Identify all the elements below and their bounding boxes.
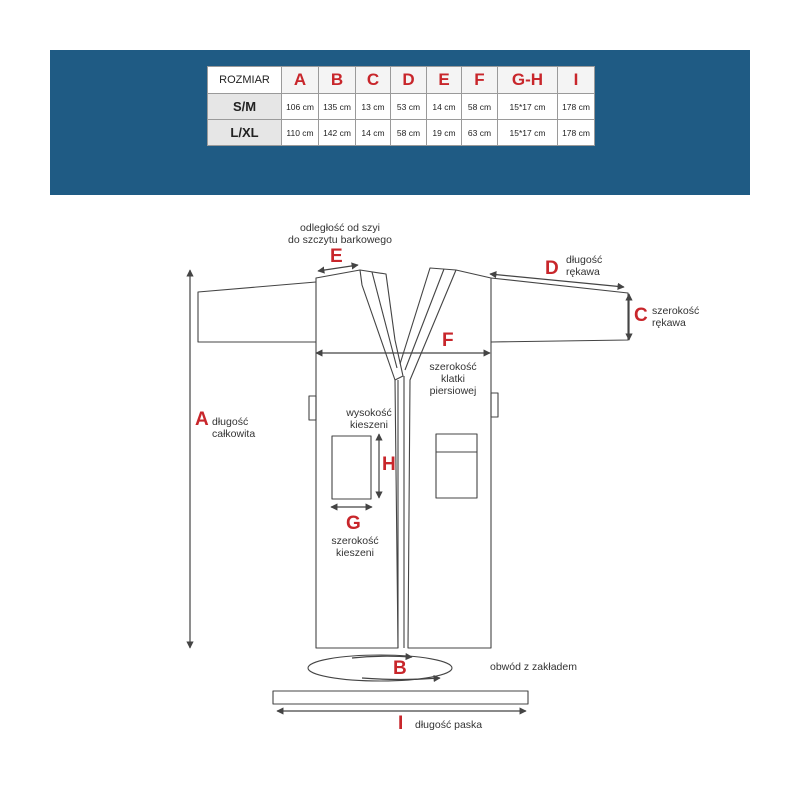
label-b: obwód z zakładem [490,661,577,673]
label-h-line2: kieszeni [350,419,388,431]
label-i: długość paska [415,719,483,731]
label-a: długość całkowita [212,416,255,440]
size-table: ROZMIAR A B C D E F G-H I S/M 106 cm 135… [207,66,595,146]
label-e-line1: odległość od szyi [300,222,380,234]
header-col-f: F [461,66,498,94]
table-row: L/XL 110 cm 142 cm 14 cm 58 cm 19 cm 63 … [207,119,595,146]
header-col-c: C [355,66,391,94]
label-h: wysokość kieszeni [336,407,402,431]
label-c-line1: szerokość [652,305,700,317]
label-g-line2: kieszeni [336,547,374,559]
arrow-d [489,271,625,290]
header-col-i: I [557,66,595,94]
belt-loop-right [490,392,499,418]
table-cell: 15*17 cm [497,119,558,146]
label-g-line1: szerokość [331,535,379,547]
letter-f: F [442,330,454,351]
label-f-line2: klatki [441,373,465,385]
pocket-right [435,433,478,499]
table-row: S/M 106 cm 135 cm 13 cm 53 cm 14 cm 58 c… [207,93,595,120]
label-g: szerokość kieszeni [322,535,388,559]
table-cell: 14 cm [355,119,391,146]
right-sleeve [490,277,629,343]
table-cell: 178 cm [557,93,595,120]
table-cell: 13 cm [355,93,391,120]
letter-c: C [634,305,648,326]
table-cell: 178 cm [557,119,595,146]
label-e: odległość od szyi do szczytu barkowego [280,222,400,246]
letter-d: D [545,258,559,279]
label-d-line1: długość [566,254,603,266]
size-label: L/XL [207,119,282,146]
size-table-header-row: ROZMIAR A B C D E F G-H I [207,66,595,94]
collar-right [399,267,457,365]
table-cell: 106 cm [281,93,319,120]
header-col-b: B [318,66,356,94]
header-col-d: D [390,66,427,94]
label-c-line2: rękawa [652,317,686,329]
label-f-line1: szerokość [429,361,477,373]
label-d-line2: rękawa [566,266,600,278]
letter-e: E [330,246,343,267]
collar-left [359,269,404,381]
table-cell: 58 cm [390,119,427,146]
belt-loop-left [308,395,317,421]
letter-g: G [346,513,361,534]
label-c: szerokość rękawa [652,305,699,329]
table-cell: 14 cm [426,93,462,120]
label-a-line1: długość [212,416,249,428]
label-e-line2: do szczytu barkowego [288,234,392,246]
size-label: S/M [207,93,282,120]
arrow-e [317,262,359,274]
table-cell: 110 cm [281,119,319,146]
label-f-line3: piersiowej [429,385,477,397]
label-a-line2: całkowita [212,428,256,440]
right-body [407,269,492,649]
letter-b: B [393,658,407,679]
belt-strip [272,690,529,705]
label-f: szerokość klatki piersiowej [415,361,491,397]
header-rozmiar: ROZMIAR [207,66,282,94]
arrow-b-top [351,653,413,661]
header-col-a: A [281,66,319,94]
letter-a: A [195,409,209,430]
table-cell: 53 cm [390,93,427,120]
arrow-b-bottom [361,674,441,683]
header-col-e: E [426,66,462,94]
letter-h: H [382,454,396,475]
table-cell: 142 cm [318,119,356,146]
left-sleeve [197,281,317,343]
label-h-line1: wysokość [346,407,392,419]
table-cell: 19 cm [426,119,462,146]
pocket-left [331,435,372,500]
belt-ellipse [307,654,453,682]
letter-i: I [398,713,404,734]
label-d: długość rękawa [566,254,602,278]
table-cell: 63 cm [461,119,498,146]
